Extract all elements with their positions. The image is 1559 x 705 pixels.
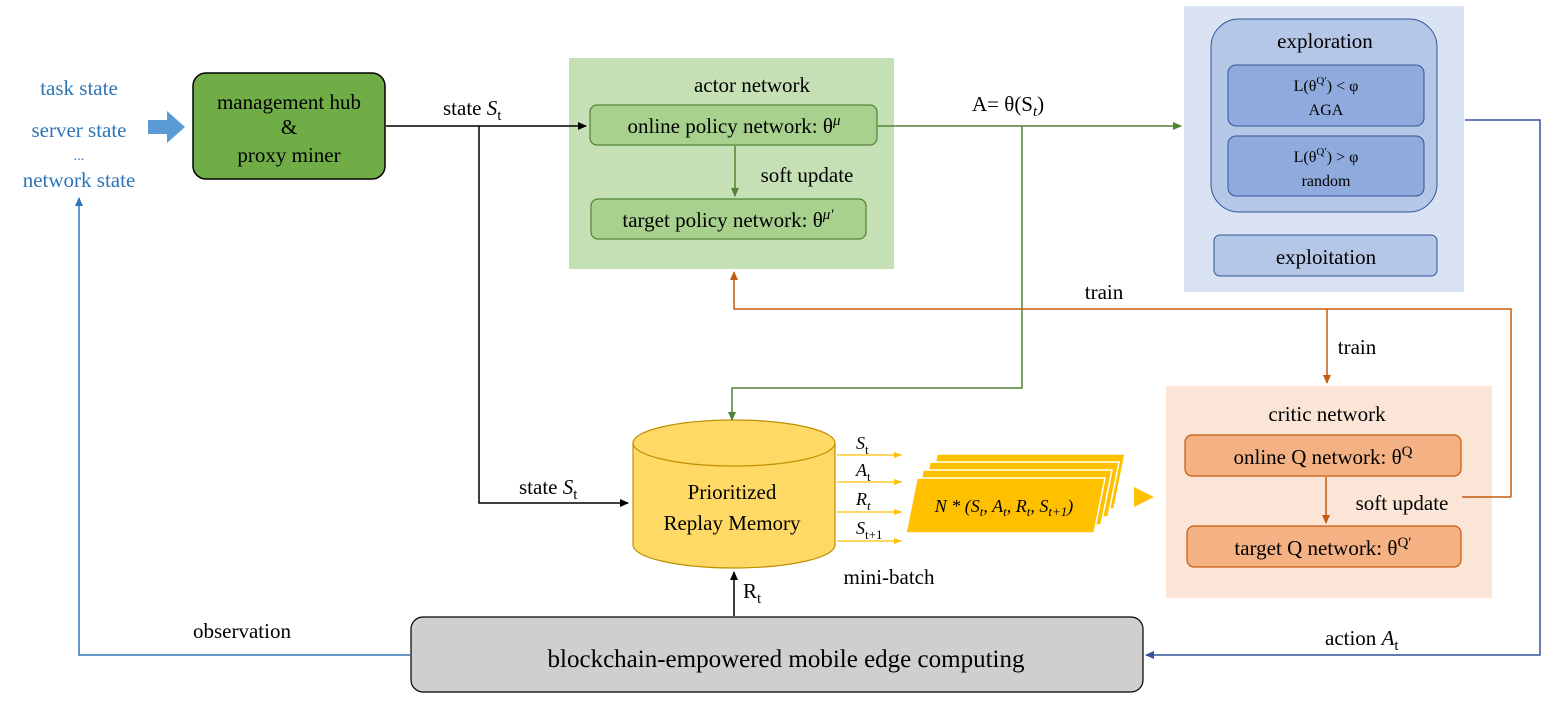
replay-memory-cylinder bbox=[632, 419, 836, 569]
action-formula: A= θ(St) bbox=[972, 92, 1044, 120]
hub-line1: management hub bbox=[217, 90, 361, 114]
actor-soft-update-label: soft update bbox=[761, 163, 854, 187]
state-label-top: state St bbox=[443, 96, 502, 124]
target-q-network-label: target Q network: θQ′ bbox=[1234, 535, 1411, 560]
aga-condition: L(θQ′) < φ bbox=[1294, 75, 1359, 95]
action-arrow-to-environment bbox=[1145, 119, 1541, 659]
online-q-network-box bbox=[1184, 434, 1462, 477]
management-hub-box bbox=[192, 72, 386, 180]
critic-network-title: critic network bbox=[1268, 402, 1386, 426]
mini-batch-arrow-icon bbox=[1134, 487, 1154, 507]
mini-batch-label: mini-batch bbox=[844, 565, 935, 589]
task-state-label: task state bbox=[40, 76, 118, 100]
action-arrow-to-replay bbox=[728, 126, 1023, 421]
action-label: action At bbox=[1325, 626, 1399, 654]
online-policy-network-box bbox=[589, 104, 878, 146]
exploitation-label: exploitation bbox=[1276, 245, 1377, 269]
output-s-label: St bbox=[856, 433, 869, 457]
online-q-network-label: online Q network: θQ bbox=[1234, 444, 1413, 469]
state-label-bottom: state St bbox=[519, 475, 578, 503]
state-arrow-to-replay bbox=[478, 126, 629, 507]
output-s-next-label: St+1 bbox=[856, 518, 882, 542]
online-policy-network-label: online policy network: θμ bbox=[628, 113, 841, 138]
replay-outputs: St At Rt St+1 bbox=[837, 433, 902, 544]
replay-line2: Replay Memory bbox=[663, 511, 801, 535]
train-label-critic: train bbox=[1338, 335, 1377, 359]
critic-soft-update-label: soft update bbox=[1356, 491, 1449, 515]
aga-box bbox=[1227, 64, 1425, 127]
mini-batch-stack bbox=[905, 453, 1126, 534]
train-arrow-to-actor bbox=[730, 271, 1512, 497]
hub-line2: & bbox=[281, 115, 297, 139]
aga-label: AGA bbox=[1309, 102, 1344, 119]
observation-arrow bbox=[75, 197, 410, 656]
replay-line1: Prioritized bbox=[688, 480, 777, 504]
random-box bbox=[1227, 135, 1425, 197]
input-states: task state server state ... network stat… bbox=[23, 76, 136, 192]
ellipsis-label: ... bbox=[74, 149, 85, 164]
exploitation-box bbox=[1213, 234, 1438, 277]
observation-label: observation bbox=[193, 619, 291, 643]
server-state-label: server state bbox=[31, 118, 126, 142]
target-q-network-box bbox=[1186, 525, 1462, 568]
environment-box bbox=[410, 616, 1144, 693]
train-label-actor: train bbox=[1085, 280, 1124, 304]
actor-network-title: actor network bbox=[694, 73, 811, 97]
exploration-title: exploration bbox=[1277, 29, 1373, 53]
random-label: random bbox=[1302, 173, 1351, 190]
input-arrow-icon bbox=[148, 111, 185, 143]
network-state-label: network state bbox=[23, 168, 136, 192]
target-policy-network-label: target policy network: θμ′ bbox=[622, 207, 834, 232]
output-r-label: Rt bbox=[855, 489, 871, 513]
output-a-label: At bbox=[855, 460, 871, 484]
mini-batch-formula: N * (St, At, Rt, St+1) bbox=[934, 496, 1073, 519]
hub-line3: proxy miner bbox=[237, 143, 340, 167]
environment-label: blockchain-empowered mobile edge computi… bbox=[548, 646, 1025, 673]
random-condition: L(θQ′) > φ bbox=[1294, 146, 1359, 166]
target-policy-network-box bbox=[590, 198, 867, 240]
reward-label: Rt bbox=[743, 579, 762, 607]
